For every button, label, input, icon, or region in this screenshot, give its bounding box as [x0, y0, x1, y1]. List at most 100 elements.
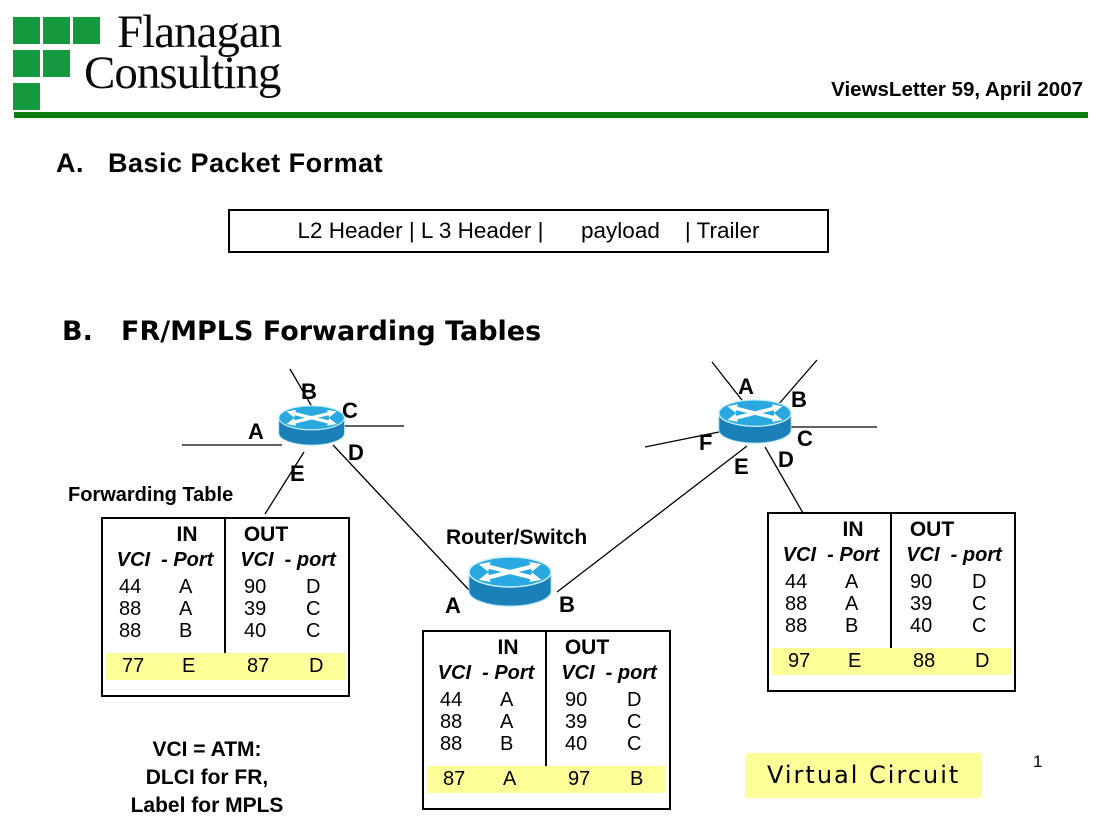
- in-vci: 88: [440, 711, 463, 733]
- right-router-port-F: F: [699, 430, 713, 455]
- logo-line2: Consulting: [84, 47, 281, 99]
- in-port: A: [845, 593, 859, 615]
- vci-note: VCI = ATM: DLCI for FR, Label for MPLS: [118, 736, 296, 820]
- page-number: 1: [1033, 752, 1043, 771]
- header-rule: [14, 112, 1088, 118]
- center-router-port-A: A: [445, 593, 461, 618]
- logo-square-icon: [13, 50, 40, 77]
- in-port: A: [500, 711, 514, 733]
- section-a-heading: A. Basic Packet Format: [56, 148, 384, 178]
- out-vci: 40: [565, 733, 588, 755]
- col-header-in: IN: [497, 636, 519, 659]
- in-vci: 88: [440, 733, 463, 755]
- in-vci: 88: [119, 598, 142, 620]
- table-divider: [890, 514, 892, 669]
- col-header-in: IN: [842, 518, 864, 541]
- left-router-port-B: B: [301, 379, 317, 404]
- section-b-heading: B. FR/MPLS Forwarding Tables: [62, 316, 542, 347]
- out-port: D: [309, 655, 324, 677]
- col-header-in: IN: [176, 523, 198, 546]
- in-port: A: [500, 689, 514, 711]
- right-router-port-C: C: [797, 426, 813, 451]
- link-right-E-to-center-B: [556, 445, 748, 593]
- virtual-circuit-callout: Virtual Circuit: [745, 753, 982, 798]
- logo-square-icon: [13, 83, 40, 110]
- link-right-F: [644, 431, 720, 448]
- left-router-port-D: D: [348, 440, 364, 465]
- col-subheader-out: VCI - port: [906, 544, 1002, 566]
- col-subheader-in: VCI - Port: [437, 662, 535, 684]
- in-port: A: [179, 576, 193, 598]
- diagram-links: [182, 359, 877, 593]
- out-port: D: [627, 689, 642, 711]
- out-port: C: [306, 598, 321, 620]
- out-vci: 88: [913, 650, 936, 672]
- out-port: C: [627, 711, 642, 733]
- right-router-port-B: B: [791, 387, 807, 412]
- link-left-D-to-center-A: [332, 444, 470, 591]
- in-vci: 44: [440, 689, 463, 711]
- out-port: D: [975, 650, 990, 672]
- logo-square-icon: [73, 17, 100, 44]
- logo-square-icon: [13, 17, 40, 44]
- left-router: [279, 406, 345, 445]
- link-right-D: [764, 446, 804, 514]
- table-divider: [545, 632, 547, 787]
- in-port: B: [845, 615, 859, 637]
- col-subheader-in: VCI - Port: [782, 544, 880, 566]
- in-vci: 88: [785, 593, 808, 615]
- router-switch-label: Router/Switch: [446, 526, 588, 549]
- logo-wordmark: Flanagan Consulting: [84, 9, 282, 99]
- in-port: E: [848, 650, 862, 672]
- out-port: C: [306, 620, 321, 642]
- out-vci: 87: [247, 655, 270, 677]
- vci-note-line1: VCI = ATM:: [152, 738, 262, 761]
- in-vci: 77: [122, 655, 145, 677]
- in-port: A: [503, 768, 517, 790]
- out-port: D: [306, 576, 321, 598]
- logo-square-icon: [43, 50, 70, 77]
- in-vci: 88: [785, 615, 808, 637]
- left-router-port-A: A: [248, 419, 264, 444]
- packet-format-text: L2 Header | L 3 Header | payload | Trail…: [297, 218, 760, 243]
- in-vci: 44: [785, 571, 808, 593]
- packet-format-box: L2 Header | L 3 Header | payload | Trail…: [228, 209, 829, 253]
- link-left-E: [264, 451, 305, 515]
- left-router-port-C: C: [342, 398, 358, 423]
- right-router-port-D: D: [778, 447, 794, 472]
- link-right-B: [777, 359, 818, 406]
- out-vci: 90: [244, 576, 267, 598]
- out-vci: 40: [244, 620, 267, 642]
- left-router-port-E: E: [290, 461, 305, 486]
- out-vci: 39: [910, 593, 933, 615]
- vci-note-line2: DLCI for FR,: [145, 766, 269, 789]
- out-vci: 90: [910, 571, 933, 593]
- right-router: [719, 400, 791, 443]
- in-vci: 97: [788, 650, 811, 672]
- table-row: 88 B 40 C: [424, 732, 669, 756]
- out-vci: 40: [910, 615, 933, 637]
- table-divider: [224, 519, 226, 674]
- right-router-port-E: E: [734, 454, 749, 479]
- link-right-A: [711, 361, 746, 405]
- out-vci: 97: [568, 768, 591, 790]
- col-header-out: OUT: [564, 636, 610, 659]
- in-port: A: [845, 571, 859, 593]
- col-subheader-in: VCI - Port: [116, 549, 214, 571]
- out-port: C: [627, 733, 642, 755]
- in-vci: 87: [443, 768, 466, 790]
- table-row-highlighted: 97 E 88 D: [772, 648, 1011, 675]
- out-port: C: [972, 615, 987, 637]
- in-port: B: [500, 733, 514, 755]
